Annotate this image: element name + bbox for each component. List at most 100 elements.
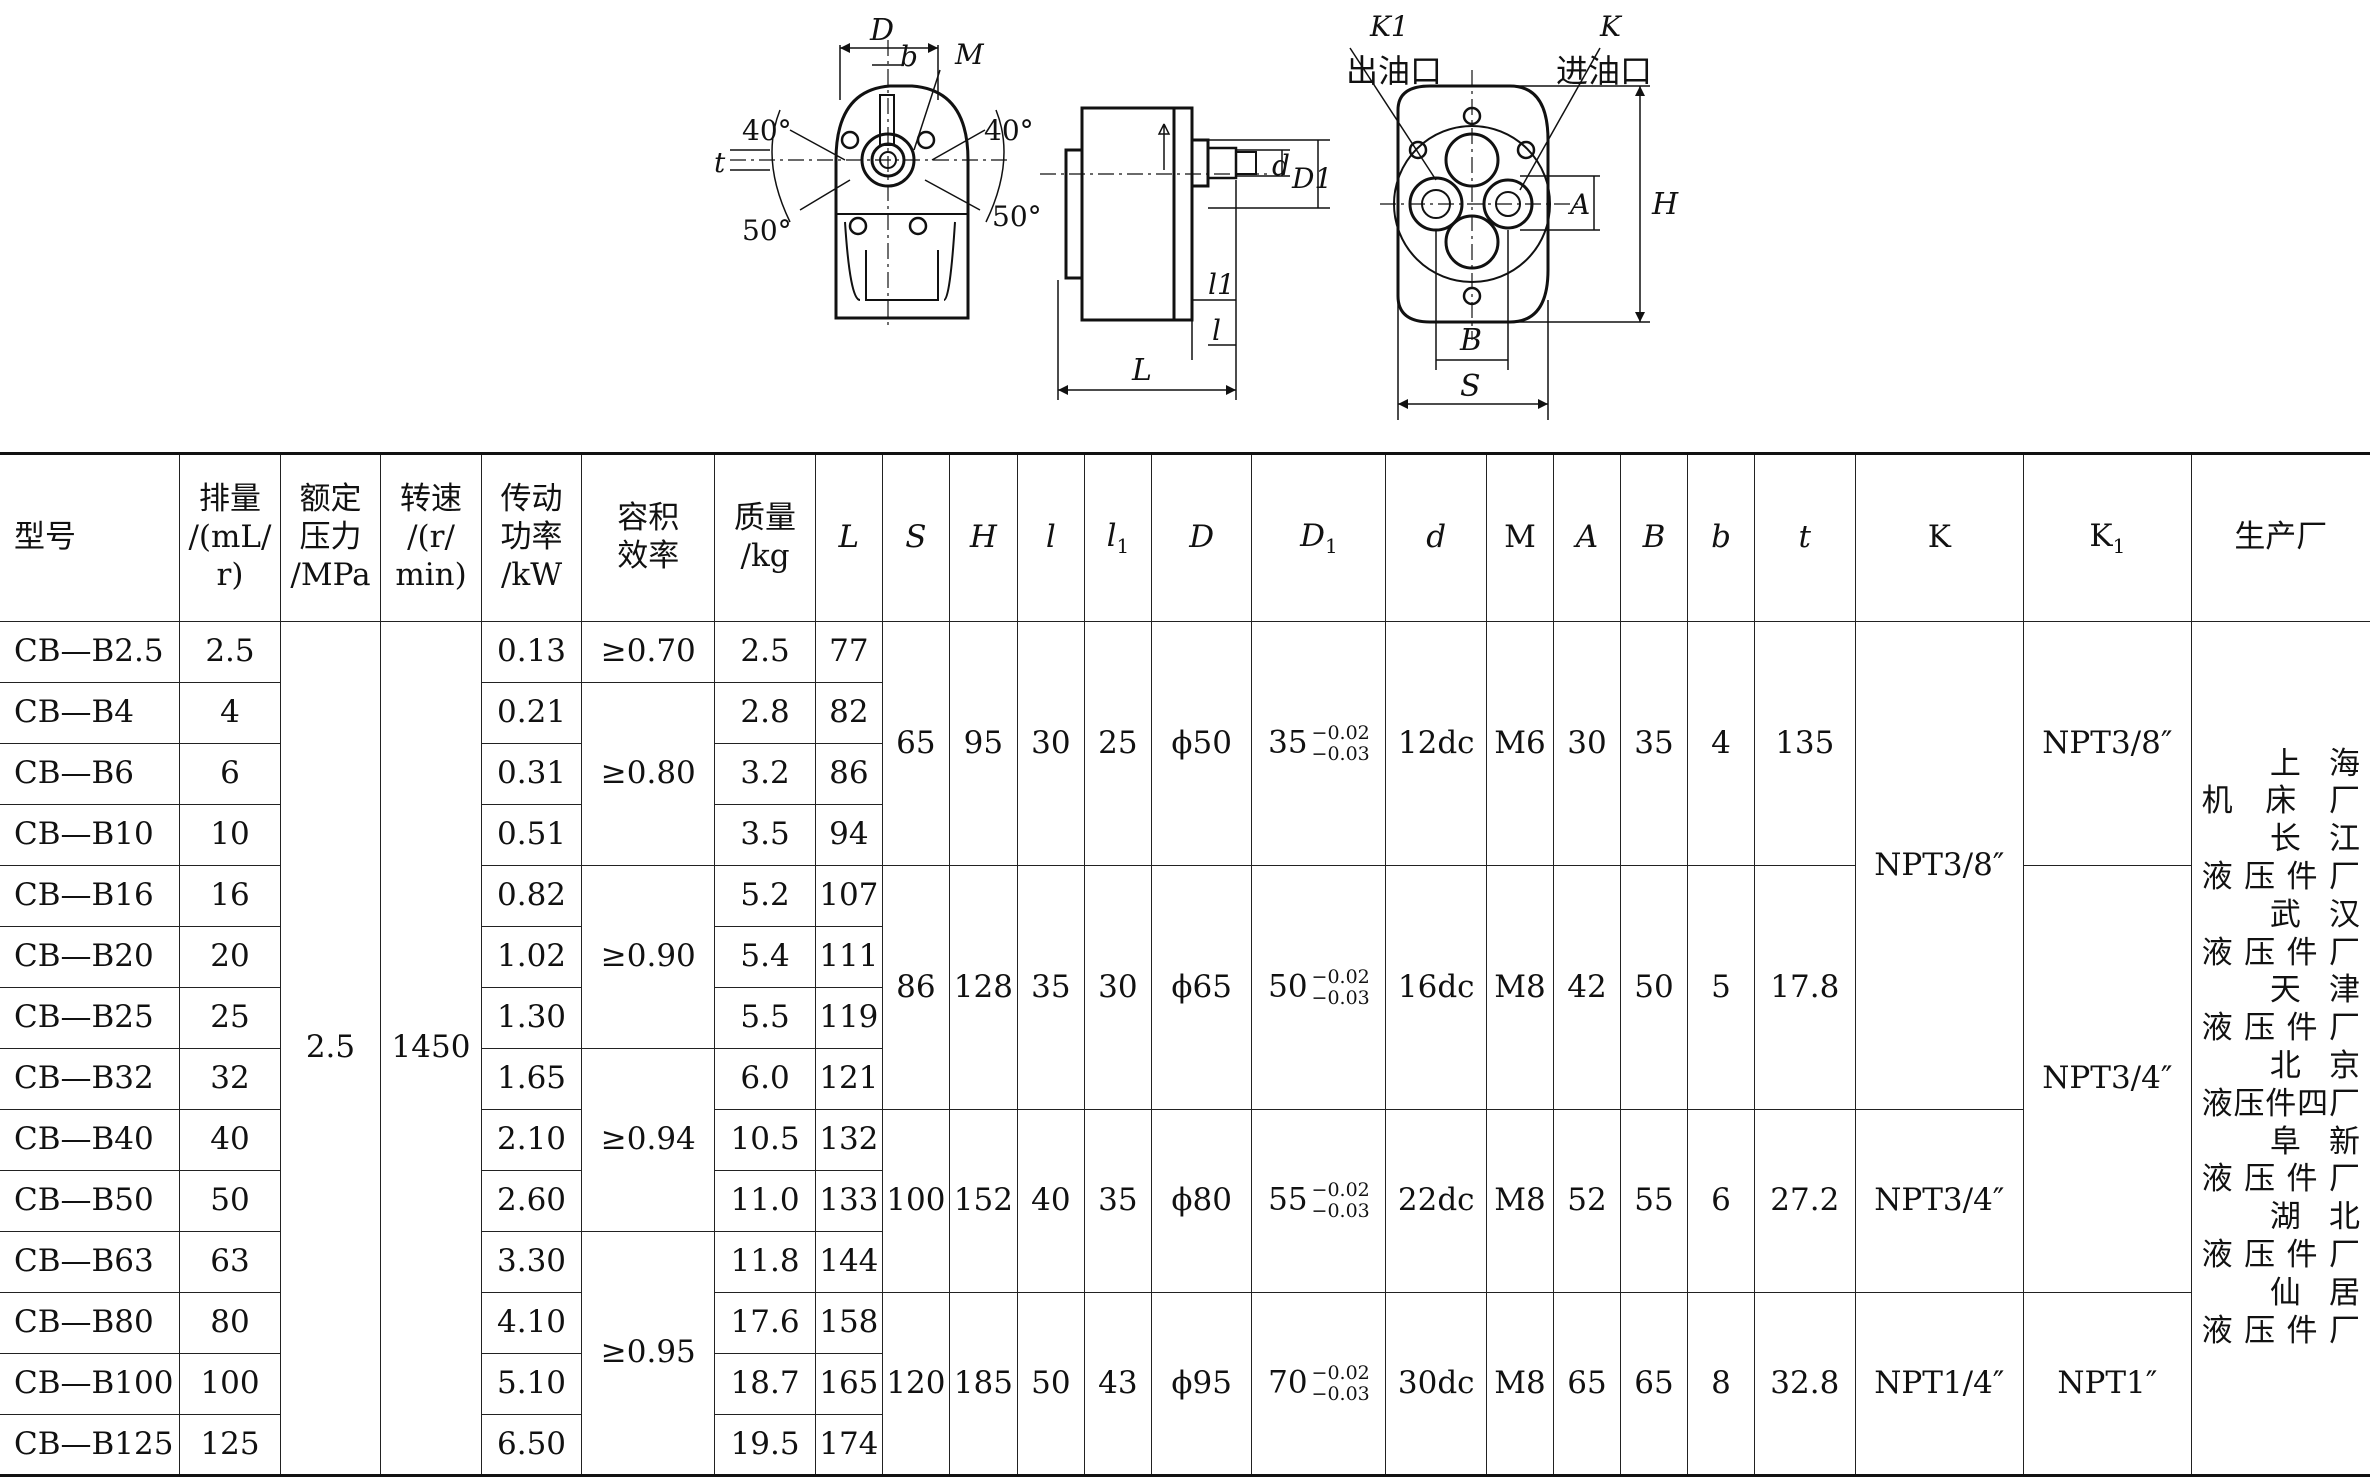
- angle-40-left: 40°: [742, 114, 792, 147]
- cell-displacement: 40: [179, 1109, 281, 1171]
- cell-M: M8: [1485, 865, 1554, 1110]
- cell-L: 132: [814, 1109, 883, 1171]
- table-row: CB—B4 4 0.21 ≥0.80 2.8 82: [0, 682, 2370, 866]
- cell-A: 30: [1552, 621, 1622, 866]
- label-t: t: [714, 146, 726, 179]
- cell-H: 152: [948, 1109, 1018, 1293]
- cell-L: 94: [814, 804, 883, 866]
- cell-A: 65: [1552, 1292, 1622, 1476]
- cell-efficiency: ≥0.95: [581, 1231, 716, 1476]
- pump-drawing: D b M 40° 40° 50° 50° t d D1 l: [714, 10, 1679, 420]
- cell-l: 30: [1016, 621, 1085, 866]
- cell-l1: 30: [1083, 865, 1152, 1110]
- cell-model: CB—B4: [0, 682, 181, 744]
- cell-power: 2.10: [480, 1109, 583, 1171]
- table-row: CB—B32 32 1.65 ≥0.94 6.0 121: [0, 1048, 2370, 1232]
- cell-model: CB—B125: [0, 1414, 181, 1476]
- angle-50-right: 50°: [992, 200, 1042, 233]
- col-H: H: [948, 453, 1018, 622]
- cell-mass: 11.8: [714, 1231, 816, 1293]
- cell-B: 35: [1619, 621, 1689, 866]
- cell-B: 65: [1619, 1292, 1689, 1476]
- cell-power: 6.50: [480, 1414, 583, 1476]
- col-displacement: 排量/(mL/r): [179, 453, 281, 622]
- angle-40-right: 40°: [984, 114, 1034, 147]
- cell-power: 1.65: [480, 1048, 583, 1110]
- cell-S: 120: [881, 1292, 950, 1476]
- cell-L: 158: [814, 1292, 883, 1354]
- maker-item: 长江液压件厂: [2201, 821, 2360, 895]
- cell-mass: 11.0: [714, 1170, 816, 1232]
- maker-item: 北京液压件四厂: [2201, 1048, 2360, 1122]
- cell-d: 30dc: [1385, 1292, 1487, 1476]
- cell-t: 17.8: [1754, 865, 1856, 1110]
- cell-b: 4: [1687, 621, 1756, 866]
- col-pressure: 额定压力/MPa: [279, 453, 382, 622]
- cell-displacement: 125: [179, 1414, 281, 1476]
- table-row: CB—B125 125 6.50 19.5 174: [0, 1414, 2370, 1476]
- cell-displacement: 2.5: [179, 621, 281, 683]
- label-H: H: [1651, 187, 1679, 222]
- cell-L: 119: [814, 987, 883, 1049]
- col-L: L: [814, 453, 883, 622]
- cell-model: CB—B2.5: [0, 621, 181, 683]
- label-inlet: 进油口: [1556, 52, 1652, 90]
- cell-l1: 43: [1083, 1292, 1152, 1476]
- cell-mass: 10.5: [714, 1109, 816, 1171]
- col-B: B: [1619, 453, 1689, 622]
- cell-b: 8: [1687, 1292, 1756, 1476]
- cell-power: 0.13: [480, 621, 583, 683]
- cell-power: 1.02: [480, 926, 583, 988]
- cell-displacement: 80: [179, 1292, 281, 1354]
- col-speed: 转速/(r/min): [380, 453, 482, 622]
- cell-model: CB—B10: [0, 804, 181, 866]
- cell-mass: 2.5: [714, 621, 816, 683]
- cell-power: 3.30: [480, 1231, 583, 1293]
- label-b: b: [900, 40, 918, 73]
- table-row: CB—B50 50 2.60 11.0 133: [0, 1170, 2370, 1232]
- cell-displacement: 32: [179, 1048, 281, 1110]
- col-b: b: [1687, 453, 1756, 622]
- cell-S: 65: [881, 621, 950, 866]
- label-L: L: [1131, 353, 1152, 388]
- col-A: A: [1552, 453, 1622, 622]
- cell-mass: 3.2: [714, 743, 816, 805]
- cell-d: 22dc: [1385, 1109, 1487, 1293]
- cell-L: 121: [814, 1048, 883, 1110]
- cell-efficiency: ≥0.94: [581, 1048, 716, 1232]
- cell-l1: 35: [1083, 1109, 1152, 1293]
- cell-M: M8: [1485, 1292, 1554, 1476]
- cell-B: 50: [1619, 865, 1689, 1110]
- cell-B: 55: [1619, 1109, 1689, 1293]
- cell-mass: 3.5: [714, 804, 816, 866]
- cell-K: NPT1/4″: [1854, 1292, 2025, 1476]
- cell-power: 0.31: [480, 743, 583, 805]
- table-row: CB—B80 80 4.10 17.6 158 120 185 50 43 ϕ9…: [0, 1292, 2370, 1476]
- cell-L: 174: [814, 1414, 883, 1476]
- cell-K1: NPT3/4″: [2023, 865, 2192, 1293]
- label-A: A: [1567, 188, 1590, 221]
- cell-mass: 5.5: [714, 987, 816, 1049]
- cell-mass: 6.0: [714, 1048, 816, 1110]
- cell-D: ϕ65: [1150, 865, 1253, 1110]
- cell-L: 133: [814, 1170, 883, 1232]
- table-row: CB—B2.5 2.5 2.5 1450 0.13 ≥0.70 2.5 77 6…: [0, 621, 2370, 1476]
- cell-mass: 17.6: [714, 1292, 816, 1354]
- cell-D: ϕ95: [1150, 1292, 1253, 1476]
- cell-mass: 5.2: [714, 865, 816, 927]
- cell-power: 0.82: [480, 865, 583, 927]
- cell-model: CB—B63: [0, 1231, 181, 1293]
- label-M: M: [954, 38, 985, 71]
- cell-A: 42: [1552, 865, 1622, 1110]
- maker-item: 阜新液压件厂: [2201, 1123, 2360, 1198]
- label-K: K: [1599, 10, 1623, 43]
- col-S: S: [881, 453, 950, 622]
- cell-L: 77: [814, 621, 883, 683]
- cell-mass: 18.7: [714, 1353, 816, 1415]
- col-D: D: [1150, 453, 1253, 622]
- pump-spec-table: 型号 排量/(mL/r) 额定压力/MPa 转速/(r/min) 传动功率/kW…: [0, 452, 2370, 1477]
- col-t: t: [1754, 453, 1856, 622]
- cell-model: CB—B16: [0, 865, 181, 927]
- label-l: l: [1212, 314, 1221, 347]
- cell-displacement: 4: [179, 682, 281, 744]
